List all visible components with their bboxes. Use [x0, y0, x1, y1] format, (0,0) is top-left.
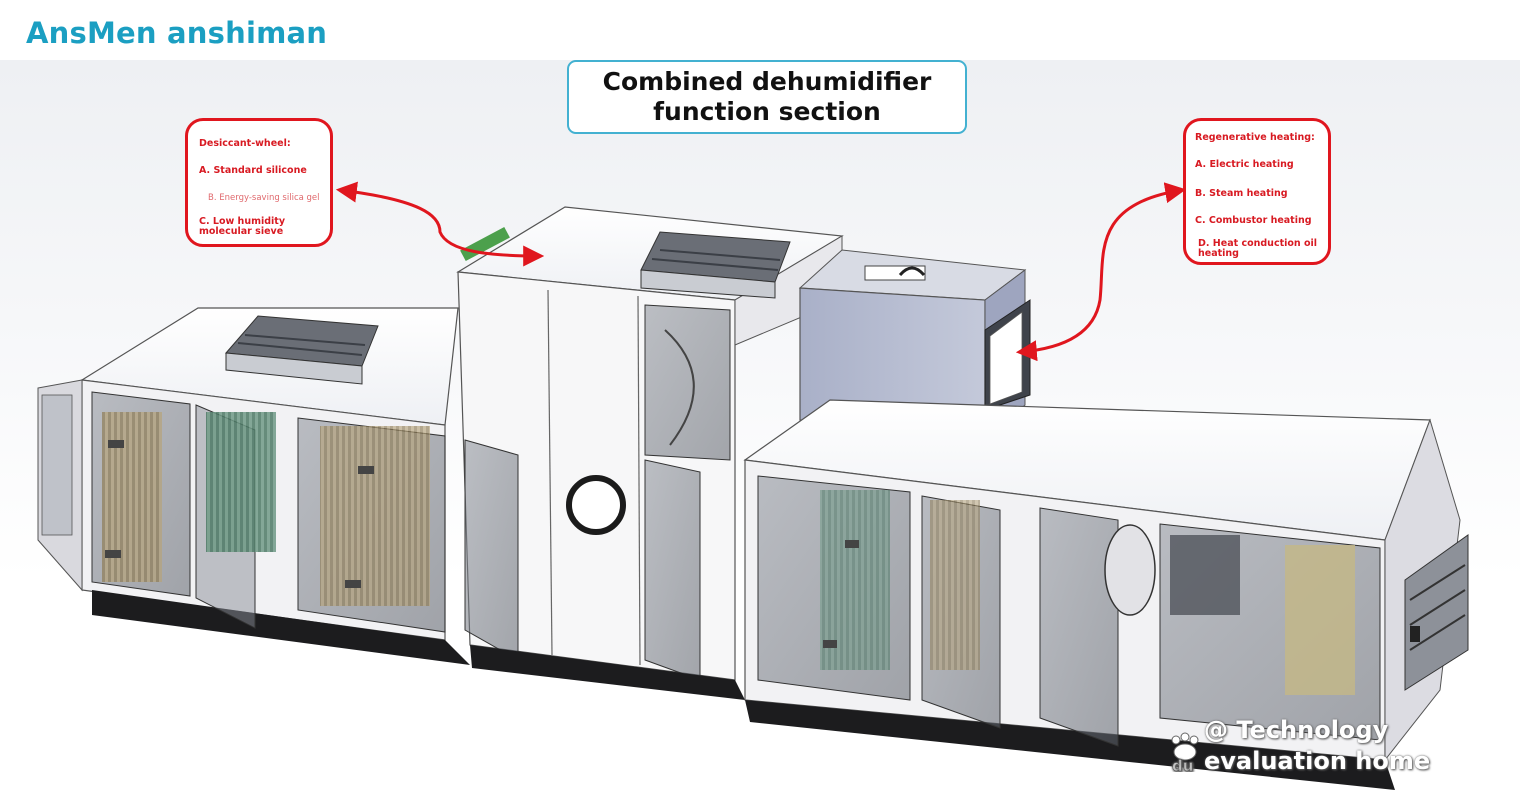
callout-item: B. Energy-saving silica gel — [208, 193, 320, 203]
watermark-logo-text: du — [1172, 757, 1193, 772]
callout-item: A. Electric heating — [1195, 159, 1294, 170]
callout-item: C. Combustor heating — [1195, 215, 1312, 226]
desiccant-wheel-callout: Desiccant-wheel: A. Standard silicone B.… — [185, 118, 333, 247]
callout-item: D. Heat conduction oil — [1198, 238, 1318, 249]
page-title: Combined dehumidifier function section — [567, 60, 967, 134]
left-section — [37, 307, 470, 665]
callout-item: C. Low humidity — [199, 216, 286, 227]
brand-logo-text: AnsMen anshiman — [26, 16, 328, 50]
right-section — [743, 399, 1469, 790]
middle-tower — [456, 206, 844, 700]
watermark-line-1: @ Technology — [1204, 716, 1389, 744]
paw-logo-icon: du — [1171, 732, 1199, 772]
callout-heading: Regenerative heating: — [1195, 132, 1315, 143]
watermark: du @ Technology evaluation home — [1168, 716, 1458, 782]
title-line-1: Combined dehumidifier — [602, 67, 932, 96]
callout-heading: Desiccant-wheel: — [199, 138, 291, 149]
title-line-2: function section — [653, 97, 881, 126]
callout-item: B. Steam heating — [1195, 188, 1288, 199]
curved-arrow-icon — [335, 181, 545, 267]
callout-item: A. Standard silicone — [199, 165, 307, 176]
curved-arrow-icon — [1015, 182, 1187, 362]
watermark-line-2: evaluation home — [1204, 747, 1431, 775]
callout-item: molecular sieve — [199, 226, 284, 237]
regenerative-heating-callout: Regenerative heating: A. Electric heatin… — [1183, 118, 1331, 265]
callout-item: heating — [1198, 248, 1239, 259]
